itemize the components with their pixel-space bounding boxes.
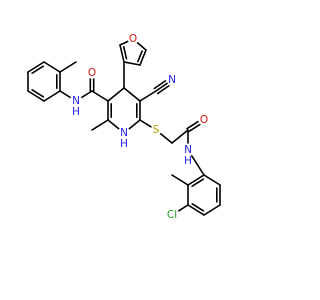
- bond-line-28: [43, 61, 61, 73]
- bond-line-1: [139, 49, 147, 66]
- bond-line-44: [191, 178, 205, 187]
- bond-line-43: [187, 174, 205, 186]
- bond-line-23: [27, 90, 45, 102]
- bond-line-42: [191, 155, 205, 176]
- bond-line-2: [137, 50, 143, 63]
- atom-label-Cl: Cl: [167, 209, 177, 221]
- bond-line-35: [153, 80, 167, 90]
- atom-label-NH-anilide: N: [72, 95, 80, 107]
- bond-line-0: [136, 42, 147, 51]
- bond-line-40: [186, 120, 199, 130]
- bond-line-47: [191, 203, 205, 212]
- bond-line-17: [91, 90, 109, 102]
- bond-line-16: [91, 119, 109, 131]
- atom-label-N-nitrile: N: [168, 74, 176, 86]
- atom-label-NH-anilide-hydrogen: H: [72, 106, 80, 118]
- bond-line-12: [128, 119, 141, 130]
- bond-line-53: [178, 204, 189, 212]
- atom-label-NH-ring-hydrogen: H: [120, 138, 128, 150]
- bond-line-34: [156, 85, 170, 95]
- bond-line-52: [171, 174, 189, 186]
- atom-label-O-amide: O: [88, 67, 96, 79]
- atom-label-NH-acetamide-hydrogen: H: [184, 155, 192, 167]
- bond-line-22: [43, 90, 61, 102]
- bond-line-11: [107, 119, 120, 130]
- bond-line-27: [31, 65, 45, 74]
- bond-line-48: [203, 204, 221, 216]
- bond-line-37: [159, 133, 173, 144]
- bond-line-24: [31, 89, 45, 98]
- bond-layer: [27, 40, 221, 216]
- bond-line-33: [155, 82, 168, 92]
- bond-line-3: [123, 61, 141, 66]
- atom-label-S-thioether: S: [153, 124, 160, 136]
- atom-label-O-furan: O: [129, 33, 137, 45]
- atom-label-NH-acetamide: N: [184, 144, 192, 156]
- bond-line-51: [203, 174, 221, 186]
- bond-line-36: [139, 119, 152, 128]
- bond-line-38: [171, 129, 189, 144]
- atom-label-O-acetamide: O: [200, 114, 208, 126]
- bond-line-21: [59, 90, 71, 99]
- bond-line-4: [119, 44, 125, 63]
- bond-line-5: [122, 45, 128, 60]
- atom-label-NH-ring: N: [120, 127, 128, 139]
- bond-line-8: [107, 87, 125, 102]
- bond-line-6: [119, 40, 129, 46]
- bond-line-20: [81, 90, 93, 99]
- bond-line-26: [27, 61, 45, 73]
- bond-line-46: [187, 204, 205, 216]
- bond-line-32: [139, 90, 157, 102]
- bond-line-39: [188, 123, 201, 133]
- bond-line-15: [123, 87, 141, 102]
- bond-line-31: [59, 61, 77, 73]
